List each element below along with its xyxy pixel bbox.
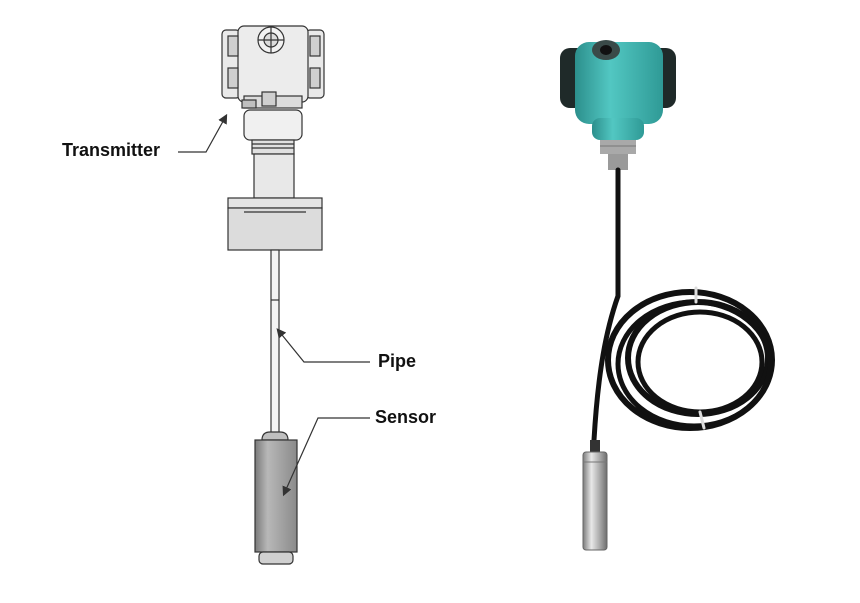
sensor-leader <box>282 417 370 497</box>
transmitter-drawing <box>221 25 325 565</box>
cable <box>591 167 775 443</box>
teal-housing <box>560 40 676 170</box>
leader-lines <box>178 113 370 497</box>
transmitter-housing <box>221 25 325 109</box>
submersible-transmitter-photo <box>560 40 775 551</box>
sensor-probe <box>254 431 298 565</box>
transmitter-leader <box>178 113 228 153</box>
pipe <box>270 249 280 435</box>
pipe-label: Pipe <box>378 351 417 371</box>
sensor-label: Sensor <box>375 407 437 427</box>
flange <box>227 197 323 251</box>
pipe-leader <box>276 328 370 363</box>
steel-probe <box>582 440 608 551</box>
transmitter-label: Transmitter <box>62 140 161 160</box>
transmitter-neck <box>243 109 303 199</box>
